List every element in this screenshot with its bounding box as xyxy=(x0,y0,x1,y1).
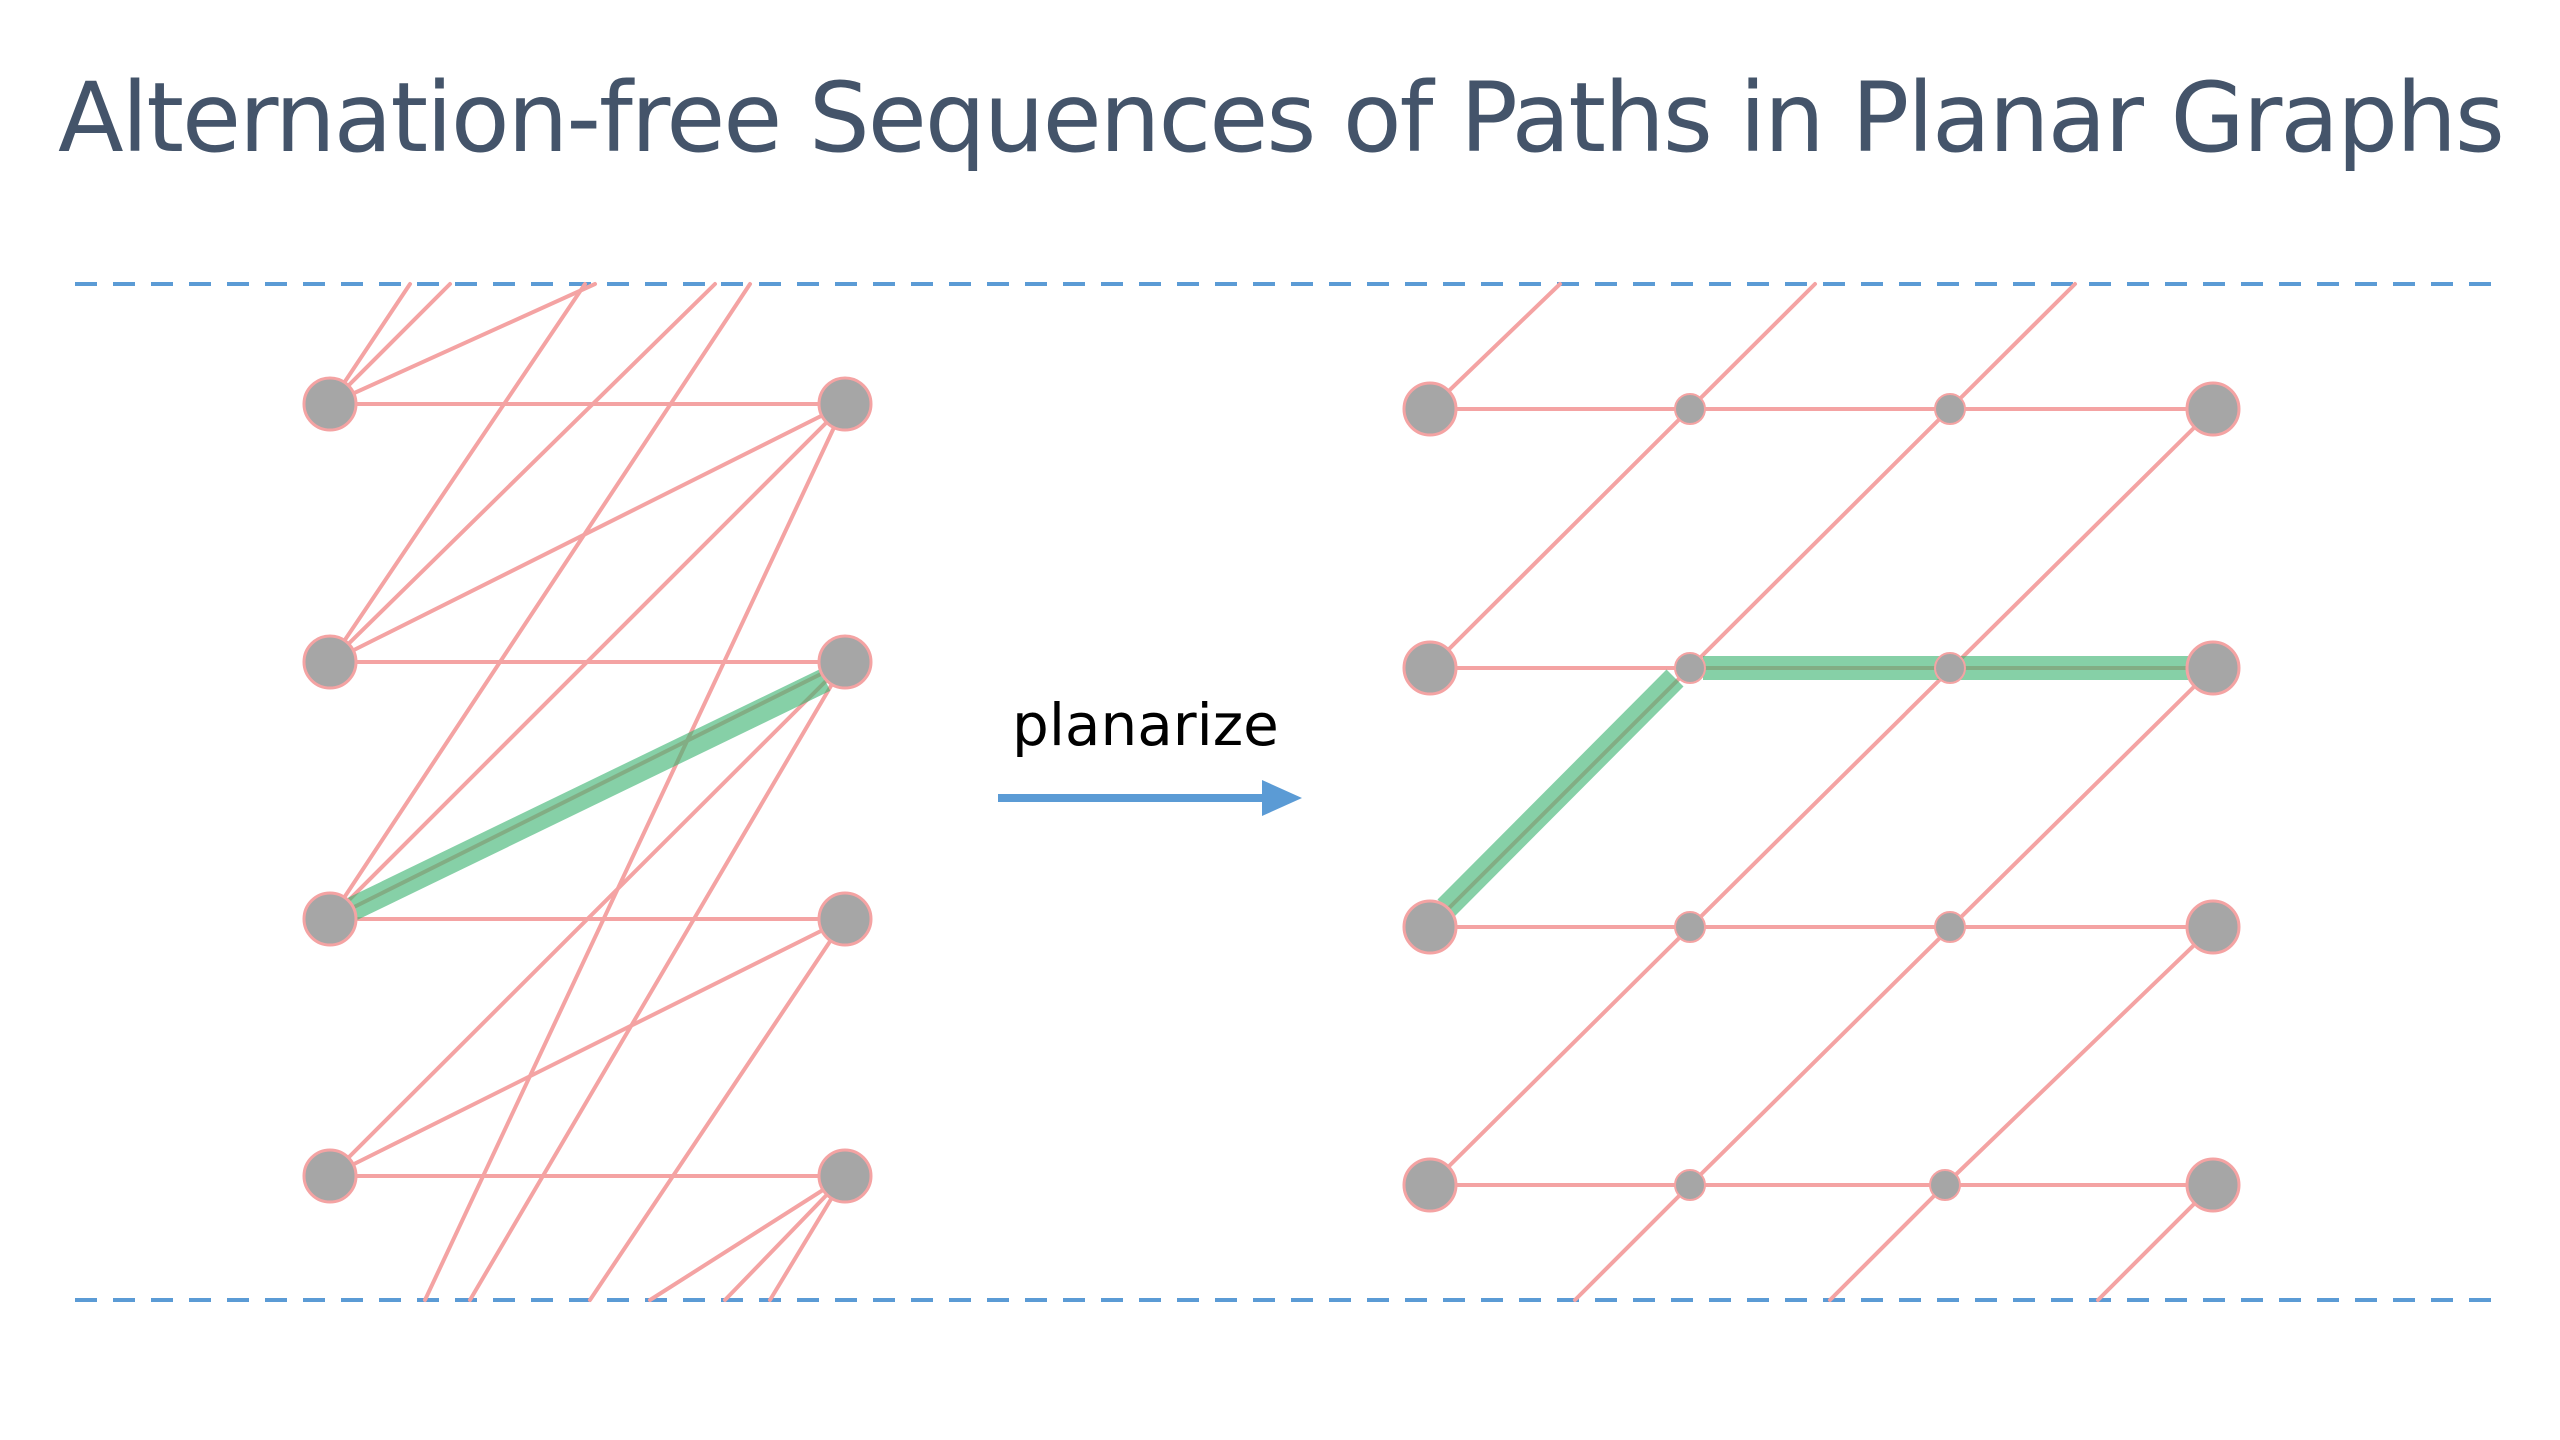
crossing-vertex xyxy=(1674,652,1706,684)
crossing-vertex xyxy=(1934,652,1966,684)
crossing-vertex xyxy=(1934,911,1966,943)
vertex xyxy=(1402,640,1458,696)
vertex xyxy=(2185,381,2241,437)
non-planar-vertices xyxy=(302,376,873,1204)
vertex xyxy=(817,1148,873,1204)
vertex xyxy=(2185,1157,2241,1213)
vertex xyxy=(1402,381,1458,437)
planarized-graph xyxy=(1402,282,2241,1302)
vertex xyxy=(302,1148,358,1204)
vertex xyxy=(817,891,873,947)
vertex xyxy=(1402,899,1458,955)
vertex xyxy=(817,634,873,690)
vertex xyxy=(1402,1157,1458,1213)
non-planar-highlighted-path xyxy=(334,669,831,926)
vertex xyxy=(817,376,873,432)
crossing-vertex xyxy=(1929,1169,1961,1201)
vertex xyxy=(302,891,358,947)
arrow-head-icon xyxy=(1262,780,1302,816)
planarized-highlighted-path xyxy=(1437,656,2188,917)
crossing-vertex xyxy=(1674,1169,1706,1201)
crossing-vertex xyxy=(1674,911,1706,943)
non-planar-edges xyxy=(328,282,847,1302)
slide-title: Alternation-free Sequences of Paths in P… xyxy=(58,62,2505,174)
vertex xyxy=(302,634,358,690)
non-planar-graph xyxy=(302,282,873,1302)
vertex xyxy=(302,376,358,432)
vertex xyxy=(2185,640,2241,696)
planarized-vertices xyxy=(1402,381,2241,1213)
crossing-vertex xyxy=(1674,393,1706,425)
crossing-vertex xyxy=(1934,393,1966,425)
vertex xyxy=(2185,899,2241,955)
planarize-arrow: planarize xyxy=(998,691,1302,816)
arrow-label: planarize xyxy=(1012,691,1279,759)
